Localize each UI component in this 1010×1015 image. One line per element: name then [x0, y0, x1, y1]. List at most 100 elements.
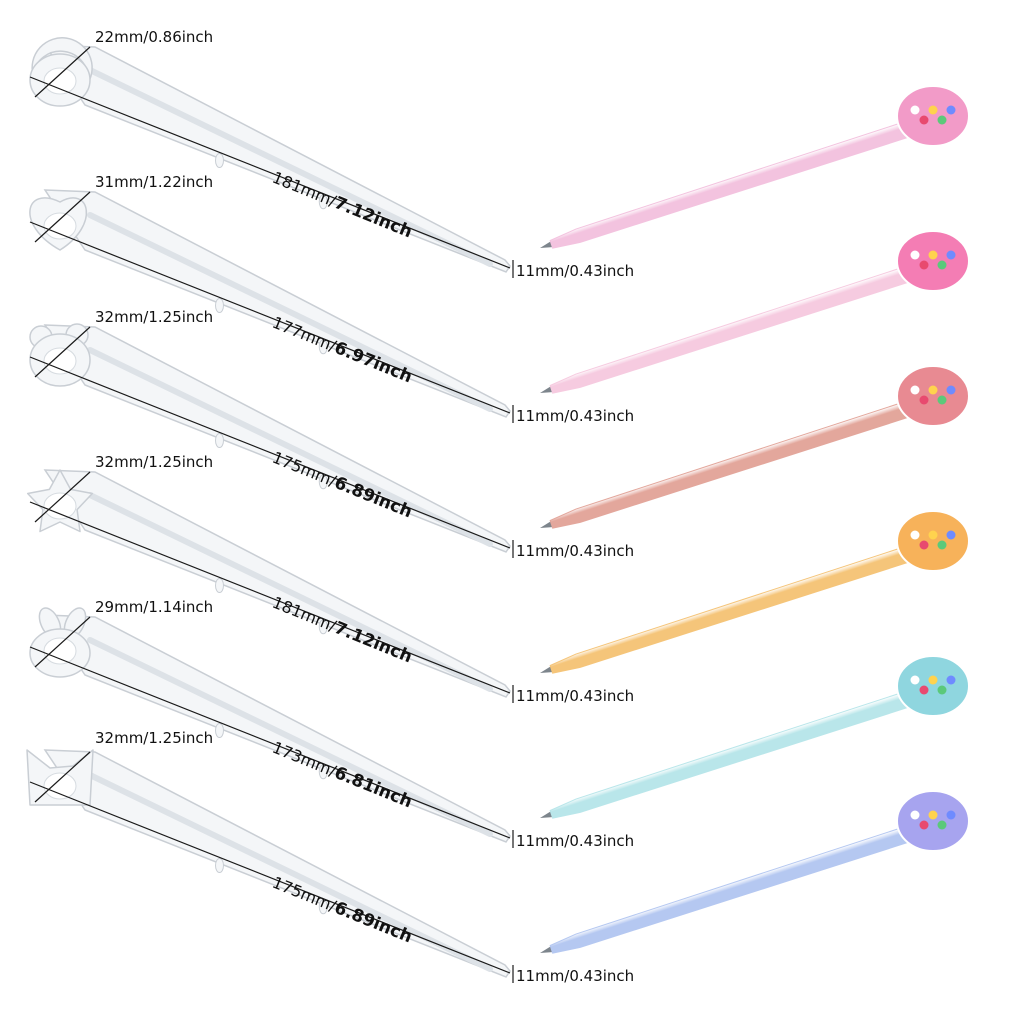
mold-groove: [87, 212, 493, 412]
head-size-label: 31mm/1.22inch: [95, 173, 214, 191]
pen-head-charm: [919, 395, 929, 405]
mold-foot: [215, 433, 224, 448]
length-line: [29, 356, 511, 549]
silicone-mold-star: [26, 469, 511, 698]
mold-head-cavity: [43, 492, 77, 520]
head-width-line: [34, 616, 91, 668]
pen-tip: [540, 241, 553, 248]
pen-head-moon: [896, 85, 970, 147]
resin-pen-moon: [540, 85, 970, 249]
pen-head-charm: [910, 385, 920, 395]
head-size-label: 32mm/1.25inch: [95, 308, 214, 326]
pen-head-charm: [919, 115, 929, 125]
mold-groove: [87, 492, 493, 692]
pen-head-charm: [937, 820, 947, 830]
mold-foot: [318, 194, 328, 210]
mold-head-bear: [29, 323, 91, 387]
pen-head-charm: [946, 675, 956, 685]
resin-pen-rabbit: [540, 655, 970, 819]
mold-head-cavity: [43, 212, 77, 240]
head-size-label: 32mm/1.25inch: [95, 729, 214, 747]
silicone-mold-moon: [29, 37, 511, 273]
pen-head-charm: [928, 385, 938, 395]
mold-groove: [87, 772, 493, 972]
head-width-line: [34, 751, 91, 803]
pen-head-charm: [928, 250, 938, 260]
pen-head-charm: [919, 540, 929, 550]
row-4: [26, 469, 970, 703]
pen-head-star: [896, 510, 970, 572]
pen-head-charm: [928, 105, 938, 115]
pen-tip: [540, 811, 553, 818]
mold-foot: [318, 339, 328, 355]
length-line: [29, 781, 511, 974]
pen-head-charm: [946, 810, 956, 820]
pen-head-charm: [910, 105, 920, 115]
mold-head-star: [26, 469, 94, 533]
mold-head-moon: [29, 37, 93, 107]
tip-size-label: 11mm/0.43inch: [516, 832, 635, 850]
pen-head-charm: [910, 810, 920, 820]
silicone-mold-cat: [26, 749, 511, 978]
pen-tip: [540, 666, 553, 673]
mold-foot: [318, 899, 328, 915]
head-size-label: 29mm/1.14inch: [95, 598, 214, 616]
mold-foot: [215, 298, 224, 313]
silicone-mold-bear: [29, 323, 511, 553]
length-line: [29, 221, 511, 414]
pen-head-charm: [919, 260, 929, 270]
pen-head-charm: [937, 685, 947, 695]
head-width-line: [34, 46, 91, 98]
head-width-line: [34, 191, 91, 243]
pen-head-charm: [937, 260, 947, 270]
pen-head-charm: [946, 105, 956, 115]
tip-size-label: 11mm/0.43inch: [516, 967, 635, 985]
tip-size-label: 11mm/0.43inch: [516, 262, 635, 280]
pen-head-charm: [946, 250, 956, 260]
pen-tip: [540, 521, 553, 528]
mold-foot: [215, 153, 224, 168]
length-line: [29, 646, 511, 839]
head-width-line: [34, 471, 91, 523]
pen-head-charm: [937, 115, 947, 125]
length-line: [29, 501, 511, 694]
mold-groove: [87, 347, 493, 547]
head-size-label: 32mm/1.25inch: [95, 453, 214, 471]
pen-head-charm: [910, 530, 920, 540]
pen-barrel: [549, 266, 909, 394]
pen-tip: [540, 946, 553, 953]
row-6: [26, 749, 970, 983]
silicone-mold-heart: [29, 189, 511, 418]
pen-head-charm: [937, 395, 947, 405]
tip-size-label: 11mm/0.43inch: [516, 687, 635, 705]
pen-head-charm: [919, 685, 929, 695]
mold-head-heart: [29, 197, 87, 251]
mold-foot: [318, 474, 328, 490]
pen-head-charm: [928, 675, 938, 685]
pen-head-charm: [910, 250, 920, 260]
resin-pen-bear: [540, 365, 970, 529]
mold-foot: [318, 764, 328, 780]
length-line: [29, 76, 511, 269]
pen-head-rabbit: [896, 655, 970, 717]
pen-barrel: [549, 546, 909, 674]
pen-head-charm: [928, 530, 938, 540]
resin-pen-cat: [540, 790, 970, 954]
mold-head-cavity: [43, 347, 77, 375]
pen-head-charm: [910, 675, 920, 685]
pen-head-bear: [896, 365, 970, 427]
pen-head-charm: [928, 810, 938, 820]
pen-barrel: [549, 121, 909, 249]
mold-foot: [215, 723, 224, 738]
mold-foot: [215, 858, 224, 873]
row-5: [29, 607, 970, 848]
resin-pen-heart: [540, 230, 970, 394]
mold-foot: [215, 578, 224, 593]
mold-head-cavity: [43, 772, 77, 800]
head-size-label: 22mm/0.86inch: [95, 28, 214, 46]
mold-groove: [87, 67, 493, 267]
row-3: [29, 323, 970, 558]
head-width-line: [34, 326, 91, 378]
